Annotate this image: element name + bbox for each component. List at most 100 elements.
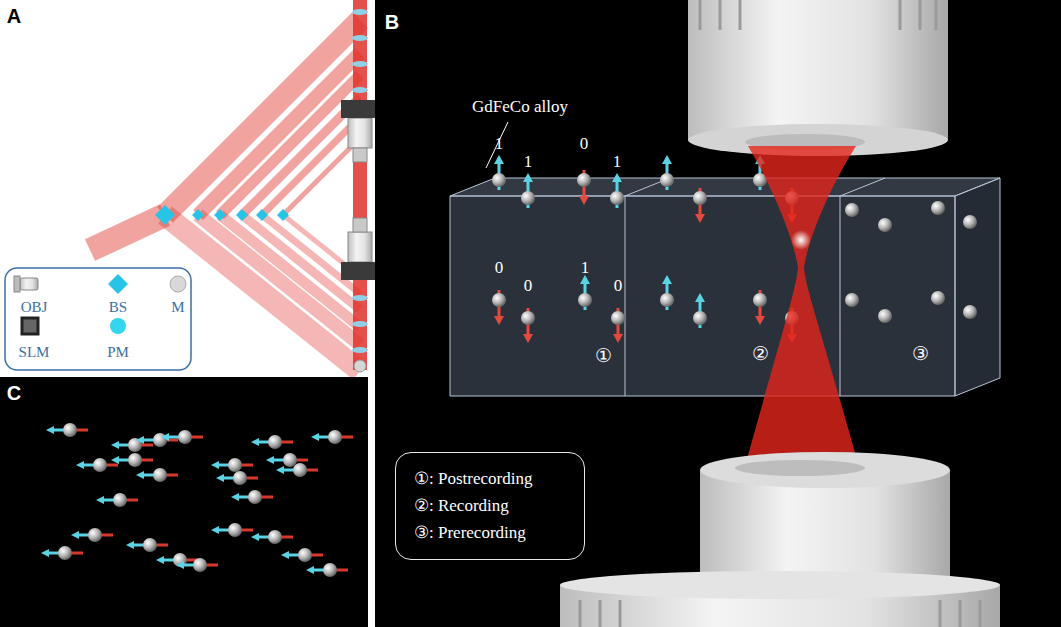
atom-sphere xyxy=(88,528,102,542)
spin-arrowhead xyxy=(176,561,184,569)
panel-letter: A xyxy=(7,5,21,27)
spin-arrowhead xyxy=(111,456,119,464)
legend-text: OBJ xyxy=(21,299,48,316)
spin-arrowhead xyxy=(662,275,672,284)
key-entry: ①: Postrecording xyxy=(414,465,566,492)
atom-sphere xyxy=(521,311,535,325)
spin-array xyxy=(492,155,977,343)
panel-c-ground xyxy=(0,377,368,627)
key-entry: ③: Prerecording xyxy=(414,519,566,546)
spin-arrowhead xyxy=(41,549,49,557)
leader-line xyxy=(486,122,508,168)
panel-letter: C xyxy=(7,382,21,404)
beam-upper xyxy=(165,20,360,215)
atom-sphere xyxy=(178,430,192,444)
beam-upper xyxy=(198,53,360,215)
atom-sphere xyxy=(492,293,506,307)
atom-sphere xyxy=(248,490,262,504)
phase-modulator xyxy=(352,9,368,15)
legend-text: BS xyxy=(109,299,127,316)
phase-modulator xyxy=(352,347,368,353)
atom-sphere xyxy=(283,453,297,467)
spin-arrowhead xyxy=(136,471,144,479)
atom-sphere xyxy=(931,201,945,215)
spin-arrowhead xyxy=(266,456,274,464)
bit-value: 0 xyxy=(495,259,504,278)
panel-b-ground xyxy=(375,0,1061,627)
spin-arrowhead xyxy=(613,334,623,343)
atom-sphere xyxy=(578,293,592,307)
atom-sphere xyxy=(228,458,242,472)
beam-upper xyxy=(220,75,360,215)
atom-sphere xyxy=(611,311,625,325)
spin-arrowhead xyxy=(136,436,144,444)
atom-sphere xyxy=(963,215,977,229)
spin-arrowhead xyxy=(494,316,504,325)
beam-splitter xyxy=(256,209,268,221)
vertical-beam xyxy=(353,0,367,370)
atom-sphere xyxy=(492,173,506,187)
callout-number: ③ xyxy=(912,344,929,365)
spin-arrowhead xyxy=(755,316,765,325)
spin-arrowhead xyxy=(311,433,319,441)
atom-sphere xyxy=(268,530,282,544)
beam-lower xyxy=(165,215,360,371)
atom-sphere xyxy=(193,558,207,572)
atom-sphere xyxy=(113,493,127,507)
material-label: GdFeCo alloy xyxy=(472,98,568,117)
spin-arrowhead xyxy=(523,173,533,182)
atom-sphere xyxy=(878,309,892,323)
beam-lower xyxy=(198,215,360,345)
atom-sphere xyxy=(268,435,282,449)
spin-arrowhead xyxy=(211,461,219,469)
beam-splitter xyxy=(155,205,175,225)
spin-arrowhead xyxy=(161,433,169,441)
key-box: ①: Postrecording②: Recording③: Prerecord… xyxy=(395,452,585,560)
beam-upper xyxy=(283,138,360,215)
atom-sphere xyxy=(328,430,342,444)
bit-value: 1 xyxy=(495,135,504,154)
atom-sphere xyxy=(293,463,307,477)
spin-arrowhead xyxy=(695,214,705,223)
spin-arrowhead xyxy=(231,493,239,501)
bit-value: 1 xyxy=(524,153,533,172)
atom-sphere xyxy=(693,191,707,205)
beam-lower xyxy=(262,215,360,293)
atom-sphere xyxy=(228,523,242,537)
atom-sphere xyxy=(660,173,674,187)
atom-sphere xyxy=(323,563,337,577)
beam-splitter xyxy=(214,209,226,221)
bit-value: 0 xyxy=(614,277,623,296)
panel-letter: B xyxy=(385,11,399,33)
atom-sphere xyxy=(153,468,167,482)
spin-arrowhead xyxy=(211,526,219,534)
phase-modulators xyxy=(352,9,368,353)
spin-arrowhead xyxy=(662,155,672,164)
spin-arrowhead xyxy=(276,466,284,474)
focused-beam xyxy=(744,146,860,470)
bit-value: 1 xyxy=(581,259,590,278)
spin-arrowhead xyxy=(695,293,705,302)
spin-arrowhead xyxy=(71,531,79,539)
input-beam xyxy=(90,215,165,250)
spin-arrowhead xyxy=(579,196,589,205)
atom-sphere xyxy=(93,458,107,472)
spin-arrowhead xyxy=(494,155,504,164)
bit-value: 0 xyxy=(580,135,589,154)
atom-sphere xyxy=(63,423,77,437)
phase-modulator xyxy=(352,87,368,93)
atom-sphere xyxy=(878,218,892,232)
atom-sphere xyxy=(233,471,247,485)
atom-sphere xyxy=(143,538,157,552)
callout-number: ② xyxy=(752,344,769,365)
legend-text: SLM xyxy=(19,344,50,361)
spin-arrowhead xyxy=(46,426,54,434)
beam-splitter xyxy=(277,209,289,221)
key-entry: ②: Recording xyxy=(414,492,566,519)
panel-a-ground xyxy=(0,0,372,373)
bit-value: 1 xyxy=(613,153,622,172)
beam-upper xyxy=(262,117,360,215)
legend-icons xyxy=(14,274,186,334)
atom-sphere xyxy=(577,173,591,187)
